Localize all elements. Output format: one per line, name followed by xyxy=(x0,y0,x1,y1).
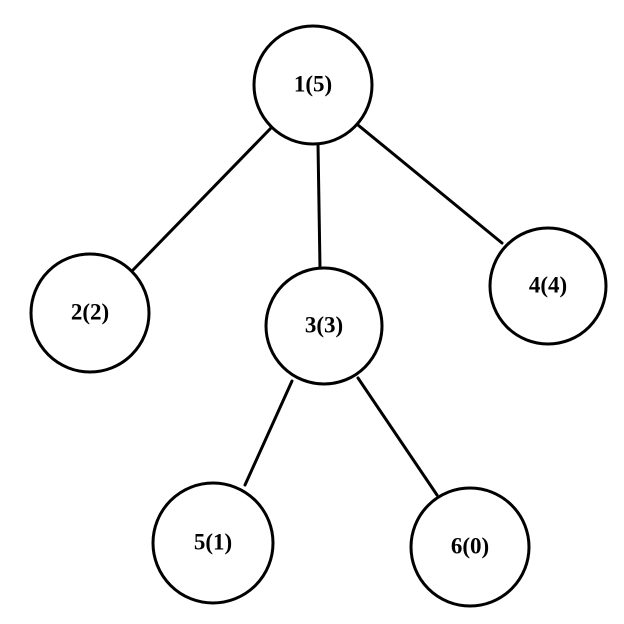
node-3-label: 3(3) xyxy=(305,312,343,337)
node-2-circle[interactable] xyxy=(29,252,151,374)
edge-group xyxy=(131,123,504,497)
edge-3-5 xyxy=(243,379,294,487)
node-5[interactable]: 5(1) xyxy=(151,481,275,605)
node-2-label: 2(2) xyxy=(71,299,109,324)
node-6-label: 6(0) xyxy=(451,533,489,558)
node-4[interactable]: 4(4) xyxy=(488,226,608,346)
node-3-circle[interactable] xyxy=(264,266,384,386)
edge-1-4 xyxy=(356,123,504,245)
node-3[interactable]: 3(3) xyxy=(264,266,384,386)
node-6[interactable]: 6(0) xyxy=(409,486,531,608)
node-5-circle[interactable] xyxy=(151,481,275,605)
node-group: 1(5) 2(2) 3(3) 4(4) 5(1) 6(0) xyxy=(29,24,608,608)
edge-3-6 xyxy=(356,376,439,497)
node-1[interactable]: 1(5) xyxy=(252,24,374,146)
node-4-circle[interactable] xyxy=(488,226,608,346)
node-5-label: 5(1) xyxy=(194,529,232,554)
edge-1-2 xyxy=(131,126,273,272)
node-1-label: 1(5) xyxy=(294,71,332,96)
node-2[interactable]: 2(2) xyxy=(29,252,151,374)
node-6-circle[interactable] xyxy=(409,486,531,608)
node-4-label: 4(4) xyxy=(529,272,567,297)
node-1-circle[interactable] xyxy=(252,24,374,146)
edge-1-3 xyxy=(316,142,322,270)
